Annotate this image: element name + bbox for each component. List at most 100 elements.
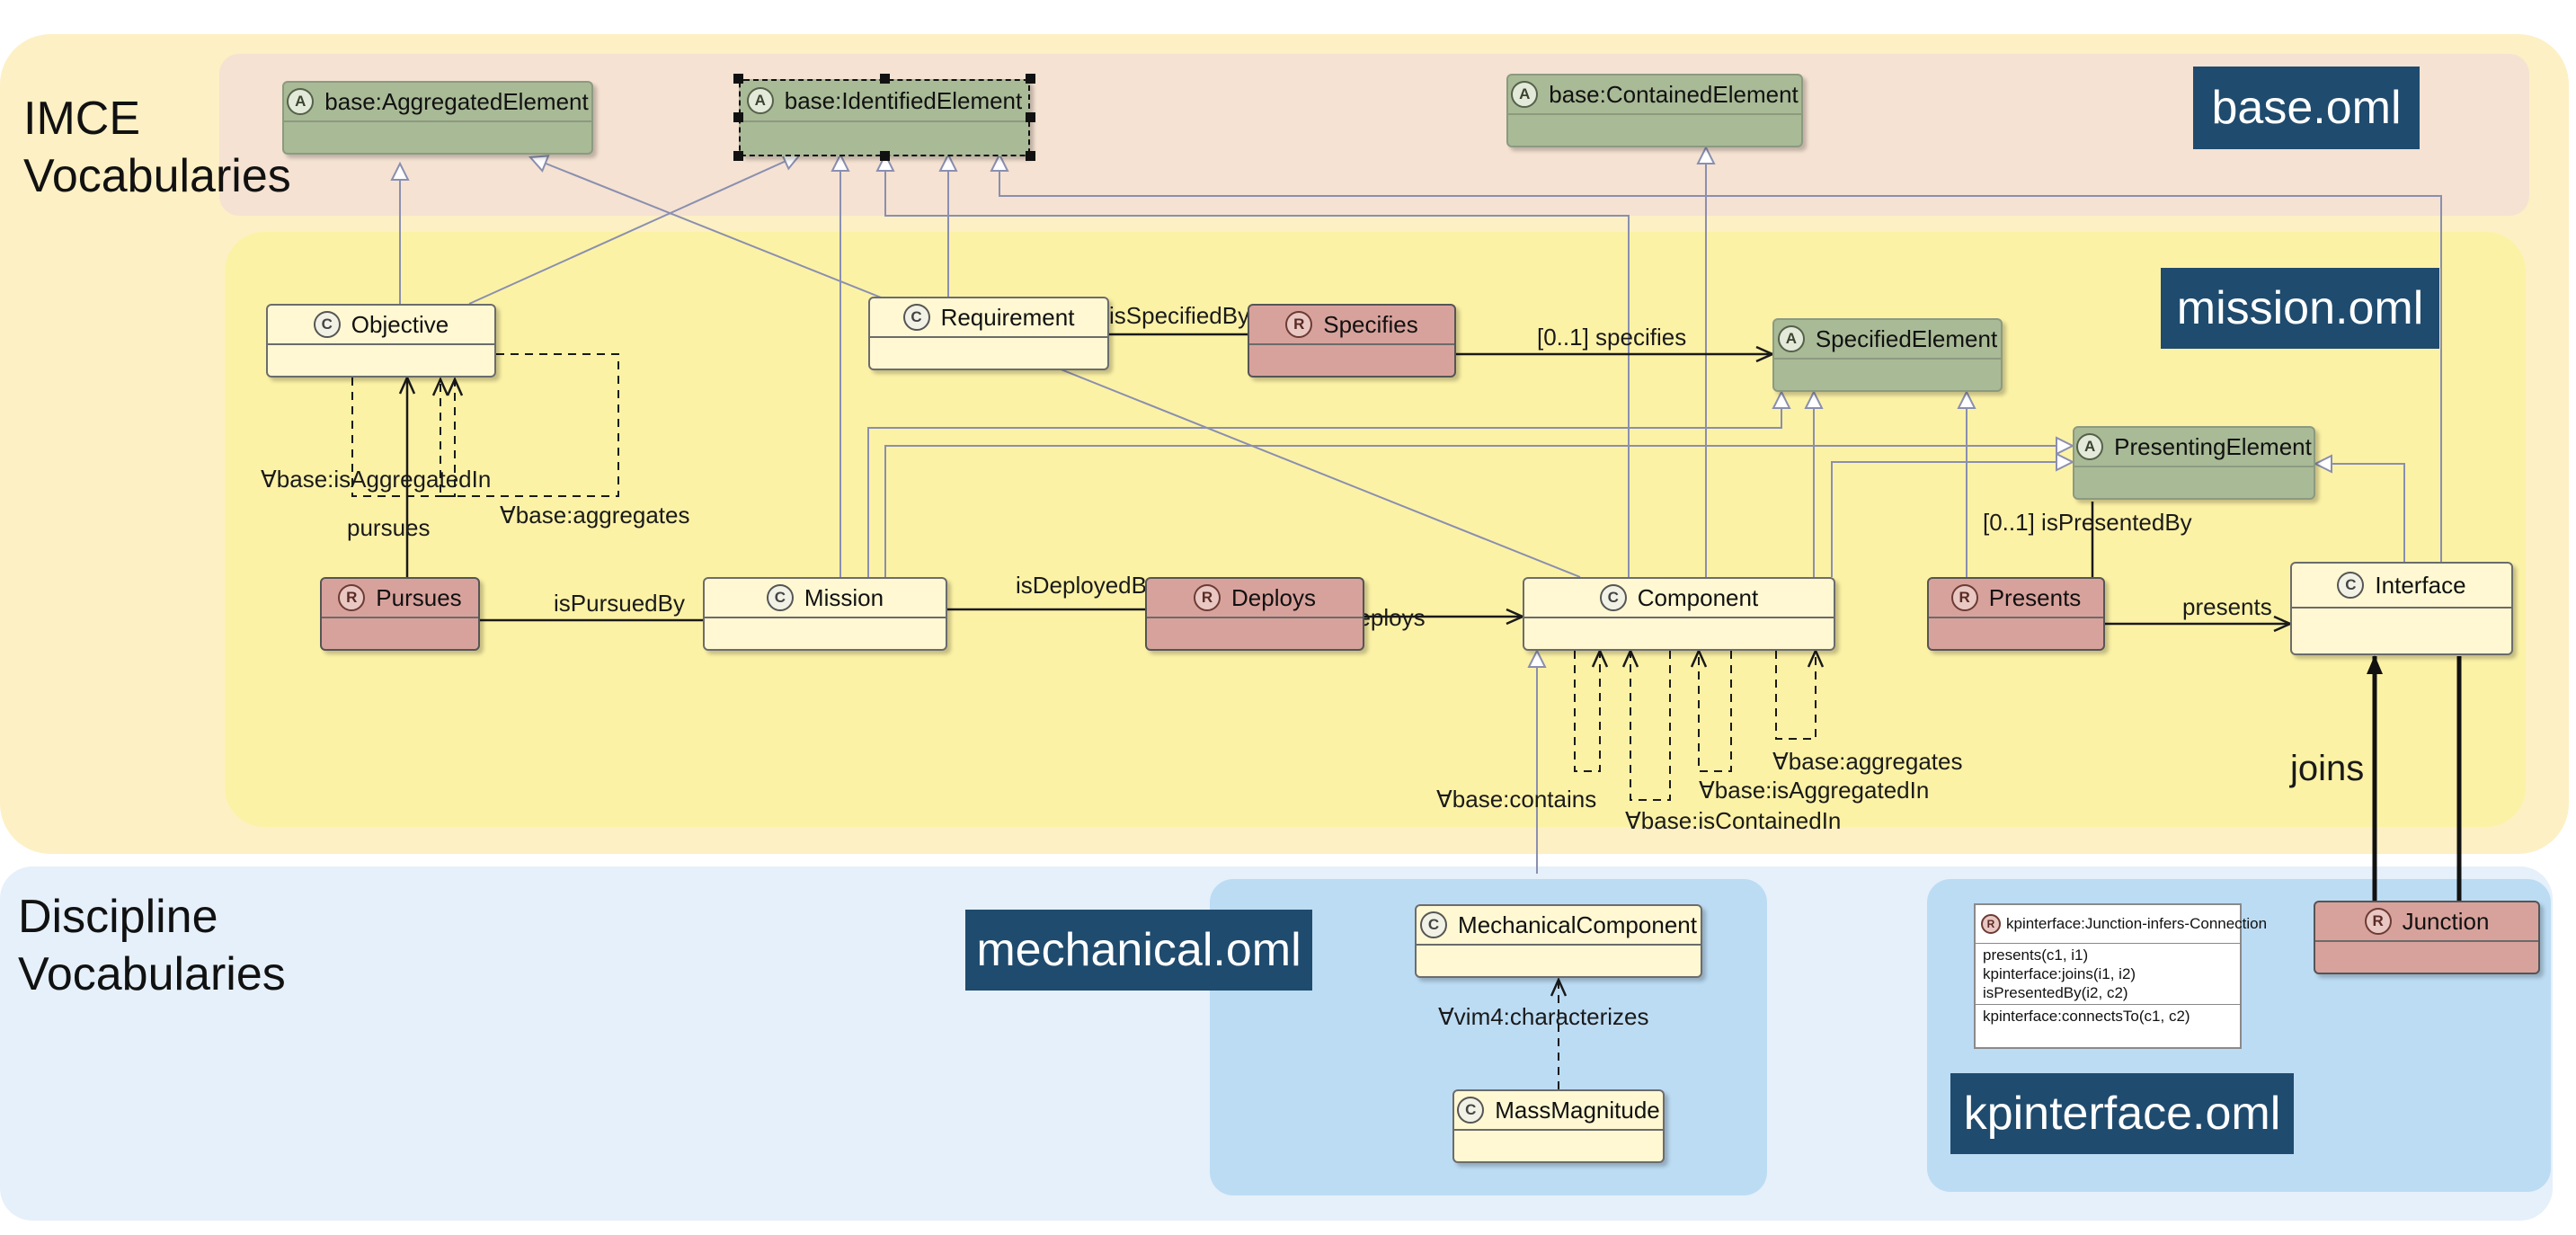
selection-handle[interactable] — [733, 112, 743, 122]
node-junction[interactable]: R Junction — [2314, 901, 2540, 974]
node-label: Presents — [1988, 583, 2082, 611]
relation-icon: R — [1285, 311, 1313, 339]
node-label: base:AggregatedElement — [324, 87, 589, 115]
objective-to-identified-element — [468, 155, 800, 305]
aspect-icon: A — [1511, 81, 1539, 109]
selection-handle[interactable] — [1026, 74, 1035, 84]
objective-aggregates-loop — [440, 353, 619, 497]
node-pursues[interactable]: R Pursues — [320, 577, 480, 651]
component-to-identified-element — [885, 155, 1630, 577]
label-is-specified-by: isSpecifiedBy — [1109, 302, 1249, 329]
node-label: Deploys — [1231, 583, 1316, 611]
rule-body-line: presents(c1, i1) — [1983, 946, 2089, 964]
node-component[interactable]: C Component — [1523, 577, 1835, 651]
rule-body: presents(c1, i1) kpinterface:joins(i1, i… — [1976, 944, 2240, 1005]
rule-body-line: isPresentedBy(i2, c2) — [1983, 984, 2128, 1001]
label-presents: presents — [2182, 593, 2272, 620]
label-aggregates-component: ∀base:aggregates — [1772, 748, 1963, 775]
relation-icon: R — [1194, 584, 1221, 612]
concept-icon: C — [313, 311, 341, 339]
interface-to-presenting-element — [2315, 464, 2405, 562]
label-is-presented-by: [0..1] isPresentedBy — [1983, 509, 2192, 536]
aspect-icon: A — [1777, 325, 1805, 353]
selection-handle[interactable] — [1026, 112, 1035, 122]
relation-icon: R — [2364, 908, 2392, 936]
aspect-icon: A — [2076, 433, 2104, 461]
component-aggregated-in-loop — [1699, 651, 1732, 772]
label-aggregates-objective: ∀base:aggregates — [500, 502, 690, 529]
selection-handle[interactable] — [733, 151, 743, 161]
mission-to-specified-element — [867, 392, 1781, 577]
mission-to-presenting-element — [884, 446, 2073, 577]
aspect-icon: A — [287, 88, 315, 116]
rule-body-line: kpinterface:joins(i1, i2) — [1983, 965, 2136, 982]
mechanical-oml-tag: mechanical.oml — [965, 910, 1312, 991]
node-label: MassMagnitude — [1495, 1096, 1660, 1124]
node-specifies[interactable]: R Specifies — [1248, 304, 1456, 378]
rule-title-row: R kpinterface:Junction-infers-Connection — [1976, 905, 2267, 944]
component-contained-in-loop — [1630, 651, 1671, 801]
component-aggregates-loop — [1775, 651, 1816, 740]
node-label: PresentingElement — [2114, 432, 2312, 460]
imce-vocabularies-label: IMCE Vocabularies — [23, 93, 291, 202]
label-specifies: [0..1] specifies — [1537, 324, 1686, 351]
relation-icon: R — [338, 584, 366, 612]
node-mass-magnitude[interactable]: C MassMagnitude — [1452, 1089, 1665, 1163]
concept-icon: C — [902, 304, 930, 332]
node-specified-element[interactable]: A SpecifiedElement — [1772, 318, 2003, 392]
node-label: Interface — [2375, 571, 2466, 599]
concept-icon: C — [2337, 572, 2365, 599]
label-contains: ∀base:contains — [1436, 786, 1596, 813]
kpinterface-oml-tag: kpinterface.oml — [1950, 1073, 2294, 1154]
node-label: MechanicalComponent — [1458, 911, 1697, 938]
node-label: base:ContainedElement — [1549, 80, 1799, 108]
label-pursues: pursues — [347, 514, 431, 541]
node-presents[interactable]: R Presents — [1927, 577, 2105, 651]
node-label: Objective — [351, 310, 449, 338]
selection-handle[interactable] — [733, 74, 743, 84]
aspect-icon: A — [746, 87, 774, 115]
rule-title: kpinterface:Junction-infers-Connection — [2006, 915, 2268, 932]
concept-icon: C — [766, 584, 794, 612]
node-objective[interactable]: C Objective — [266, 304, 496, 378]
node-label: Component — [1637, 583, 1759, 611]
joins-edges — [2367, 655, 2462, 901]
label-is-deployed-by: isDeployedBy — [1016, 572, 1159, 599]
node-requirement[interactable]: C Requirement — [868, 297, 1109, 370]
node-interface[interactable]: C Interface — [2290, 562, 2513, 655]
selection-handle[interactable] — [880, 74, 890, 84]
concept-icon: C — [1599, 584, 1627, 612]
node-label: SpecifiedElement — [1815, 324, 1998, 352]
rule-junction-infers-connection[interactable]: R kpinterface:Junction-infers-Connection… — [1974, 903, 2267, 1049]
selection-handle[interactable] — [880, 151, 890, 161]
node-deploys[interactable]: R Deploys — [1145, 577, 1364, 651]
node-label: Requirement — [940, 303, 1075, 331]
concept-icon: C — [1457, 1097, 1485, 1124]
dashed-edges — [351, 353, 1816, 1089]
objective-aggregated-in-loop — [351, 378, 455, 497]
node-label: Specifies — [1323, 310, 1418, 338]
interface-to-identified-element — [999, 155, 2442, 562]
node-presenting-element[interactable]: A PresentingElement — [2073, 426, 2315, 500]
label-is-aggregated-in-component: ∀base:isAggregatedIn — [1699, 777, 1929, 804]
node-label: Junction — [2402, 907, 2490, 935]
node-label: Pursues — [376, 583, 462, 611]
edge-labels: isSpecifiedBy [0..1] specifies ∀base:isA… — [261, 302, 2364, 1030]
selection-handle[interactable] — [1026, 151, 1035, 161]
rule-head: kpinterface:connectsTo(c1, c2) — [1983, 1008, 2190, 1025]
base-oml-region — [219, 54, 2529, 216]
relation-icon: R — [1950, 584, 1978, 612]
base-oml-tag: base.oml — [2193, 67, 2420, 149]
discipline-vocabularies-label: Discipline Vocabularies — [18, 891, 286, 1000]
label-joins: joins — [2289, 749, 2364, 788]
label-is-pursued-by: isPursuedBy — [554, 590, 685, 617]
rule-icon: R — [1981, 914, 2001, 934]
association-edges — [407, 333, 2290, 624]
component-contains-loop-1 — [1574, 651, 1600, 772]
